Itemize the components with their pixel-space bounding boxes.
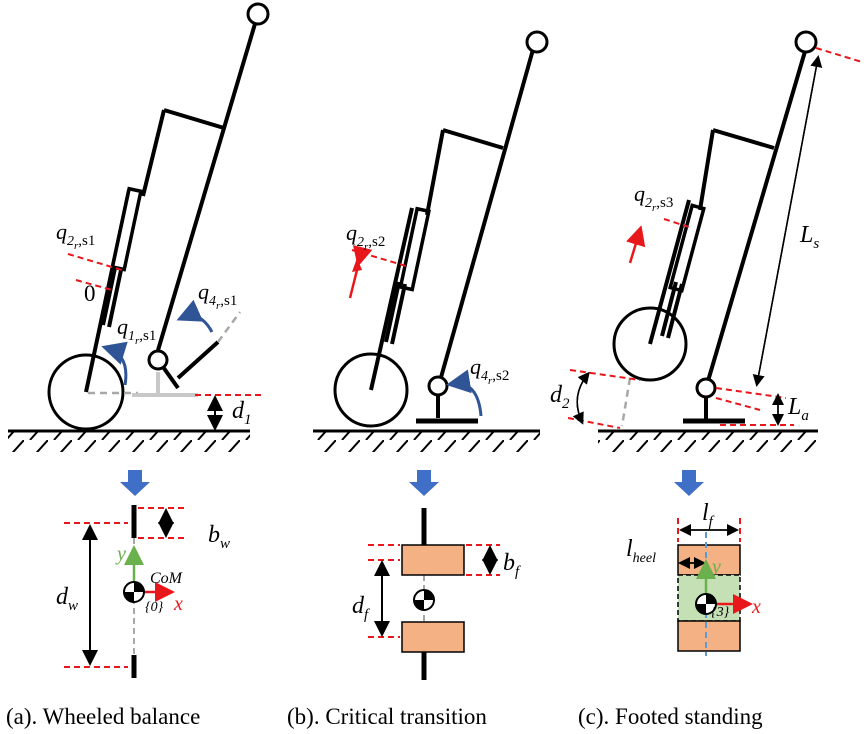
com-marker-icon-c	[695, 593, 717, 615]
label-q4-s2: q4r,s2	[470, 354, 509, 387]
label-q2-s3: q2r,s3	[634, 181, 673, 214]
label-la: La	[787, 394, 809, 424]
foot-pad-front	[401, 544, 465, 576]
support-polygon-diagram	[677, 518, 753, 656]
label-y-axis-a: y	[115, 543, 126, 565]
ground-c	[598, 429, 818, 452]
robot-leg-b	[369, 45, 536, 424]
label-bw: bw	[208, 522, 230, 552]
head-joint-c	[794, 30, 818, 54]
label-bf: bf	[503, 550, 521, 580]
foot-pad-rear	[401, 621, 465, 653]
foot-toe-pad	[677, 544, 741, 576]
hip-joint-c	[695, 377, 717, 399]
label-ls: Ls	[799, 222, 819, 252]
label-d1: d1	[232, 398, 252, 428]
label-q1-s1: q1r,s1	[117, 314, 156, 347]
foot-heel-pad	[677, 620, 741, 652]
label-frame-0: {0}	[145, 600, 164, 615]
ground-a	[8, 429, 250, 452]
panel-c-footed-standing: q2r,s3 Ls La d2 lf lheel y x	[550, 30, 863, 729]
down-arrow-icon-c	[674, 470, 704, 496]
label-zero: 0	[84, 281, 96, 306]
caption-b: (b). Critical transition	[287, 704, 487, 729]
down-arrow-icon-a	[120, 470, 150, 496]
caption-a: (a). Wheeled balance	[6, 704, 200, 729]
hip-joint-a	[147, 349, 169, 371]
label-q2-s2: q2r,s2	[346, 220, 385, 253]
ground-b	[313, 429, 540, 452]
label-dw: dw	[56, 584, 78, 614]
head-joint-a	[246, 2, 270, 26]
label-q2-s1: q2r,s1	[56, 219, 95, 252]
wheel-contact-diagram	[64, 505, 185, 678]
label-df: df	[352, 593, 370, 623]
com-marker-icon-b	[413, 589, 435, 611]
robot-leg-c	[648, 47, 808, 424]
foot-contact-diagram-b	[368, 508, 500, 680]
label-d2: d2	[550, 382, 570, 412]
retracted-foot-a	[88, 372, 198, 397]
panel-a-wheeled-balance: q2r,s1 0 q4r,s1 q1r,s1 d1	[6, 2, 270, 729]
label-x-axis-c: x	[751, 596, 761, 618]
head-joint-b	[525, 30, 549, 54]
com-marker-icon	[123, 581, 145, 603]
panel-b-critical-transition: q2r,s2 q4r,s2 bf df (b). Cr	[287, 30, 549, 729]
robot-leg-a	[84, 16, 259, 393]
label-lf: lf	[702, 500, 715, 530]
down-arrow-icon-b	[409, 470, 439, 496]
label-q4-s1: q4r,s1	[198, 279, 237, 312]
label-x-axis-a: x	[173, 593, 183, 615]
label-lheel: lheel	[626, 536, 656, 566]
label-y-axis-c: y	[710, 556, 721, 578]
label-com: CoM	[150, 570, 184, 587]
label-frame-3: {3}	[711, 605, 730, 620]
hip-joint-b	[427, 375, 449, 397]
caption-c: (c). Footed standing	[578, 704, 763, 729]
